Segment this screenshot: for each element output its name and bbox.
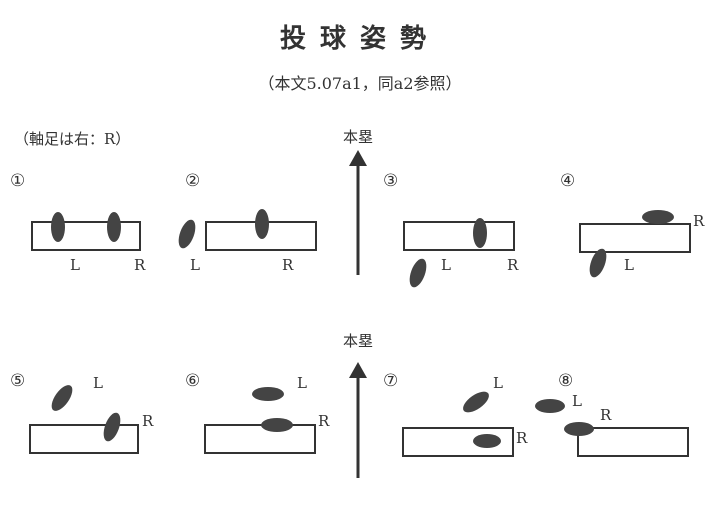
- right-foot-label: R: [142, 412, 154, 430]
- panel-2: ② L R: [178, 171, 317, 274]
- right-foot-label: R: [516, 429, 528, 447]
- pitchers-plate: [577, 427, 689, 457]
- home-plate-label-top: 本塁: [343, 128, 373, 146]
- right-foot-label: R: [600, 406, 612, 424]
- left-foot-label: L: [297, 374, 307, 392]
- page-subtitle: （本文5.07a1，同a2参照）: [258, 74, 462, 93]
- panel-number-2: ②: [185, 171, 200, 191]
- left-foot-label: L: [624, 256, 634, 274]
- panel-8: ⑧ L R: [535, 371, 689, 457]
- right-foot-label: R: [507, 256, 519, 274]
- home-plate-label-bottom: 本塁: [343, 332, 373, 350]
- right-foot: [107, 212, 121, 242]
- panel-number-8: ⑧: [558, 371, 573, 391]
- panel-number-7: ⑦: [383, 371, 398, 391]
- left-foot-label: L: [572, 392, 582, 410]
- panel-number-5: ⑤: [10, 371, 25, 391]
- left-foot: [463, 391, 489, 413]
- right-foot: [642, 210, 674, 224]
- panel-5: ⑤ L R: [10, 371, 154, 454]
- right-foot-label: R: [693, 212, 705, 230]
- left-foot-label: L: [93, 374, 103, 392]
- right-foot: [564, 422, 594, 436]
- panel-7: ⑦ L R: [383, 371, 528, 457]
- left-foot-label: L: [441, 256, 451, 274]
- pitchers-plate: [204, 424, 316, 454]
- panel-4: ④ L R: [560, 171, 705, 278]
- home-direction-arrow-top: [349, 150, 367, 275]
- panel-number-6: ⑥: [185, 371, 200, 391]
- panel-1: ① L R: [10, 171, 146, 274]
- right-foot-label: R: [134, 256, 146, 274]
- right-foot: [103, 412, 121, 442]
- right-foot: [473, 218, 487, 248]
- left-foot: [252, 387, 284, 401]
- pitchers-plate: [403, 221, 515, 251]
- panel-6: ⑥ L R: [185, 371, 330, 454]
- pitchers-plate: [31, 221, 141, 251]
- panel-number-4: ④: [560, 171, 575, 191]
- left-foot: [178, 219, 196, 249]
- left-foot: [51, 385, 73, 411]
- panel-3: ③ L R: [383, 171, 519, 288]
- left-foot: [51, 212, 65, 242]
- left-foot-label: L: [70, 256, 80, 274]
- right-foot-label: R: [282, 256, 294, 274]
- left-foot: [589, 248, 607, 278]
- panel-number-1: ①: [10, 171, 25, 191]
- right-foot-label: R: [318, 412, 330, 430]
- right-foot: [261, 418, 293, 432]
- pivot-foot-note: （軸足は右：R）: [14, 130, 131, 148]
- home-direction-arrow-bottom: [349, 362, 367, 478]
- left-foot-label: L: [190, 256, 200, 274]
- left-foot-label: L: [493, 374, 503, 392]
- left-foot: [535, 399, 565, 413]
- page-title: 投球姿勢: [279, 24, 440, 54]
- pitchers-plate: [579, 223, 691, 253]
- pitchers-plate: [29, 424, 139, 454]
- right-foot: [473, 434, 501, 448]
- left-foot: [409, 258, 427, 288]
- right-foot: [255, 209, 269, 239]
- panel-number-3: ③: [383, 171, 398, 191]
